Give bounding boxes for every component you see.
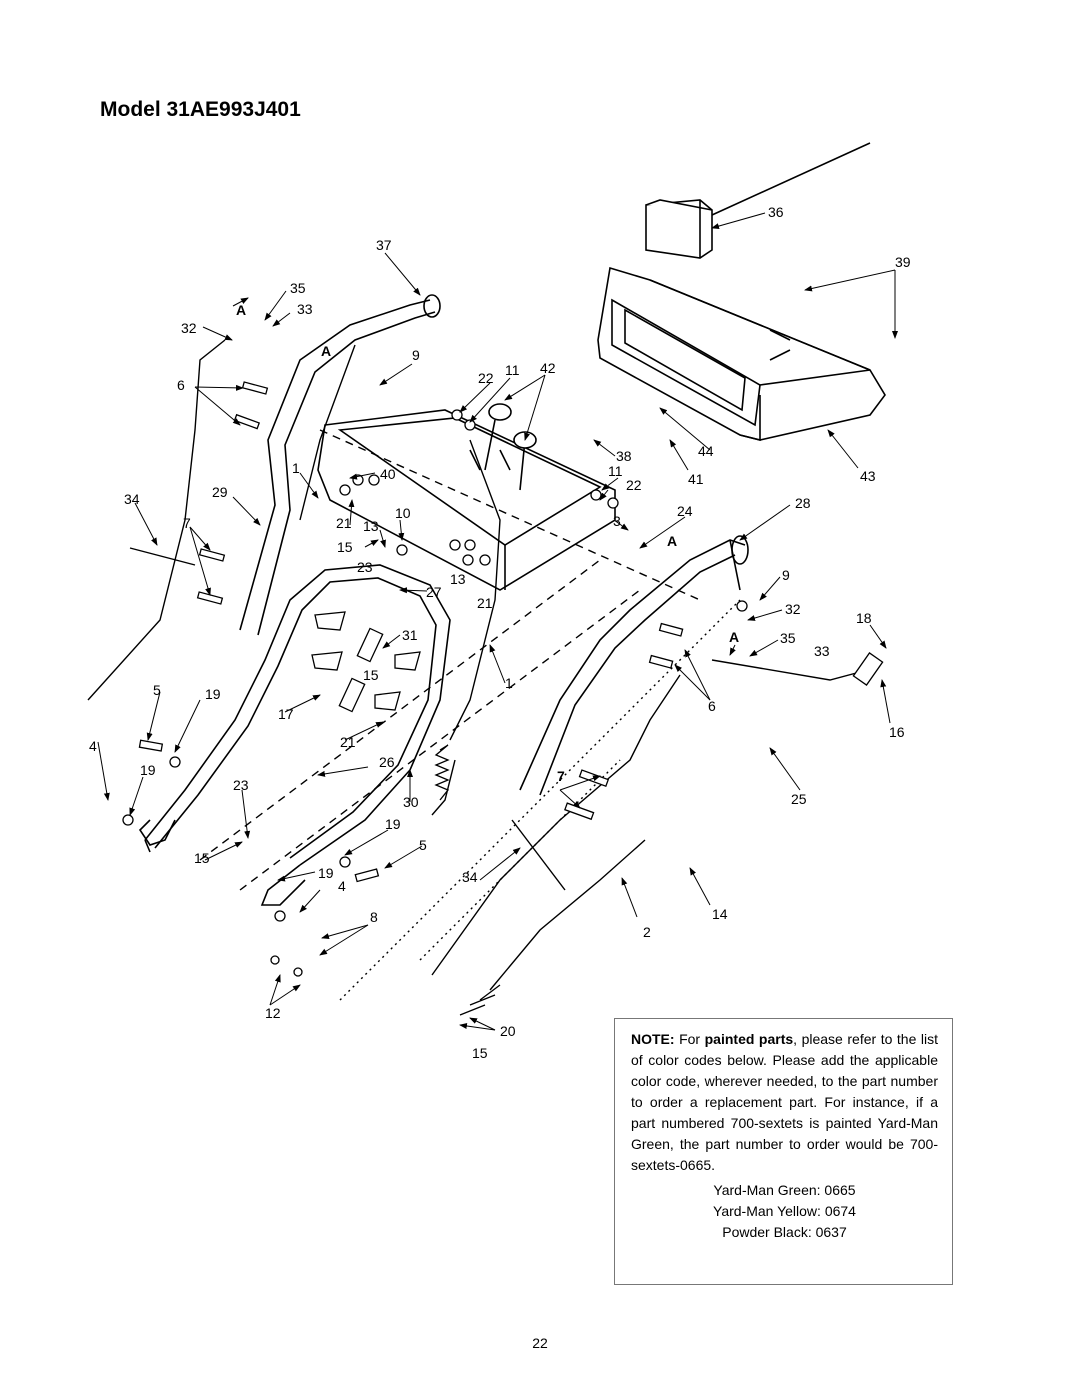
callout-23: 23	[357, 559, 373, 575]
callout-22: 22	[478, 370, 494, 386]
callout-17: 17	[278, 706, 294, 722]
callout-9: 9	[782, 567, 790, 583]
callout-10: 10	[395, 505, 411, 521]
callout-16: 16	[889, 724, 905, 740]
lower-handle-drawing	[138, 564, 451, 906]
color-code-item: Yard-Man Green: 0665	[713, 1182, 856, 1198]
callout-27: 27	[426, 584, 442, 600]
callout-40: 40	[380, 466, 396, 482]
callout-23: 23	[233, 777, 249, 793]
callout-20: 20	[500, 1023, 516, 1039]
callout-13: 13	[363, 518, 379, 534]
callout-14: 14	[712, 906, 728, 922]
page-title: Model 31AE993J401	[100, 98, 301, 121]
callout-7: 7	[183, 515, 191, 531]
callout-41: 41	[688, 471, 704, 487]
callout-37: 37	[376, 237, 392, 253]
callout-35: 35	[780, 630, 796, 646]
control-panel-drawing	[317, 403, 616, 591]
callout-34: 34	[124, 491, 140, 507]
callout-31: 31	[402, 627, 418, 643]
chute-crank-head-drawing	[645, 142, 871, 259]
callout-25: 25	[791, 791, 807, 807]
callout-6: 6	[708, 698, 716, 714]
callout-42: 42	[540, 360, 556, 376]
callout-6: 6	[177, 377, 185, 393]
callout-A: A	[729, 629, 739, 645]
callout-32: 32	[181, 320, 197, 336]
callout-35: 35	[290, 280, 306, 296]
callout-30: 30	[403, 794, 419, 810]
callout-36: 36	[768, 204, 784, 220]
color-code-item: Powder Black: 0637	[722, 1224, 847, 1240]
callout-19: 19	[205, 686, 221, 702]
callout-15: 15	[337, 539, 353, 555]
callout-38: 38	[616, 448, 632, 464]
callout-19: 19	[385, 816, 401, 832]
callout-19: 19	[318, 865, 334, 881]
callout-29: 29	[212, 484, 228, 500]
leader-lines	[97, 212, 898, 1031]
dash-panel-drawing	[597, 266, 886, 442]
callout-11: 11	[505, 362, 520, 378]
callout-11: 11	[608, 463, 623, 479]
note-text-2: , please refer to the list of color code…	[631, 1031, 938, 1173]
color-code-list: Yard-Man Green: 0665 Yard-Man Yellow: 06…	[631, 1180, 938, 1243]
callout-4: 4	[89, 738, 97, 754]
callout-39: 39	[895, 254, 911, 270]
callout-4: 4	[338, 878, 346, 894]
callout-A: A	[236, 302, 246, 318]
callout-9: 9	[412, 347, 420, 363]
callout-32: 32	[785, 601, 801, 617]
callout-3: 3	[613, 513, 621, 529]
callout-A: A	[321, 343, 331, 359]
painted-parts-note: NOTE: For painted parts, please refer to…	[614, 1018, 953, 1285]
callout-43: 43	[860, 468, 876, 484]
callout-33: 33	[814, 643, 830, 659]
note-label: NOTE:	[631, 1031, 675, 1047]
color-code-item: Yard-Man Yellow: 0674	[713, 1203, 856, 1219]
callout-15: 15	[194, 850, 210, 866]
callout-8: 8	[370, 909, 378, 925]
callout-24: 24	[677, 503, 693, 519]
callout-21: 21	[477, 595, 493, 611]
callout-19: 19	[140, 762, 156, 778]
callout-15: 15	[472, 1045, 488, 1061]
note-emphasis: painted parts	[704, 1031, 794, 1047]
callout-7: 7	[557, 768, 565, 784]
callout-21: 21	[336, 515, 352, 531]
callout-22: 22	[626, 477, 642, 493]
rods-and-cables-drawing	[87, 339, 876, 1001]
callout-34: 34	[462, 869, 478, 885]
callout-44: 44	[698, 443, 714, 459]
callout-1: 1	[505, 675, 513, 691]
callout-A: A	[667, 533, 677, 549]
callout-33: 33	[297, 301, 313, 317]
callout-21: 21	[340, 734, 356, 750]
callout-5: 5	[153, 682, 161, 698]
callout-26: 26	[379, 754, 395, 770]
callout-5: 5	[419, 837, 427, 853]
callout-13: 13	[450, 571, 466, 587]
note-paragraph: NOTE: For painted parts, please refer to…	[631, 1029, 938, 1176]
page-number: 22	[532, 1335, 548, 1351]
callout-2: 2	[643, 924, 651, 940]
callout-15: 15	[363, 667, 379, 683]
callout-12: 12	[265, 1005, 281, 1021]
callout-28: 28	[795, 495, 811, 511]
note-text-1: For	[674, 1031, 705, 1047]
callout-18: 18	[856, 610, 872, 626]
callout-1: 1	[292, 460, 300, 476]
